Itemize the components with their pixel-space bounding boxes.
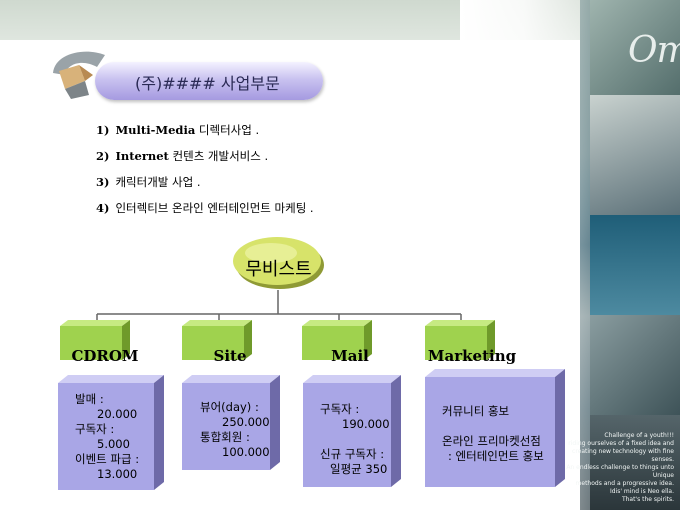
detail-box-marketing bbox=[425, 369, 565, 487]
detail-spacer bbox=[320, 432, 390, 447]
detail-text-site: 뷰어(day) : 250.000 통합회원 : 100.000 bbox=[200, 400, 270, 460]
list-text: 캐릭터개발 사업 . bbox=[115, 175, 201, 189]
center-node-label: 무비스트 bbox=[245, 259, 312, 280]
list-number: 2) bbox=[96, 149, 110, 163]
list-item: 4) 인터렉티브 온라인 엔터테인먼트 마케팅 . bbox=[96, 199, 314, 225]
header-title: (주)#### 사업부문 bbox=[135, 74, 280, 93]
caption-line: An endless challenge to things unto bbox=[566, 464, 674, 471]
list-text: 디렉터사업 . bbox=[195, 123, 260, 137]
collage-photo-interior bbox=[590, 415, 680, 510]
header-pill bbox=[95, 62, 323, 100]
caption-line: senses. bbox=[651, 456, 674, 463]
photo-collage: Om bbox=[460, 0, 680, 510]
list-number: 4) bbox=[96, 201, 110, 215]
detail-text-cdrom: 발매 : 20.000 구독자 : 5.000 이벤트 파급 : 13.000 bbox=[75, 392, 139, 482]
detail-box-site bbox=[182, 375, 280, 470]
category-label-mail: Mail bbox=[331, 347, 369, 365]
detail-line: 100.000 bbox=[222, 445, 270, 459]
category-label-site: Site bbox=[213, 347, 247, 365]
detail-spacer bbox=[442, 419, 544, 434]
list-number: 3) bbox=[96, 175, 110, 189]
detail-line: : 엔터테인먼트 홍보 bbox=[448, 449, 544, 463]
detail-line: 신규 구독자 : bbox=[320, 447, 385, 461]
caption-line: Unique bbox=[652, 472, 674, 479]
caption-line: That's the spirits. bbox=[621, 496, 674, 503]
category-label-cdrom: CDROM bbox=[71, 347, 139, 365]
collage-photo-airport bbox=[590, 95, 680, 215]
detail-line: 5.000 bbox=[97, 437, 130, 451]
caption-line: Challenge of a youth!!! bbox=[604, 432, 674, 439]
detail-box-cdrom bbox=[58, 375, 164, 490]
detail-line: 구독자 : bbox=[320, 402, 360, 416]
detail-line: 온라인 프리마켓선점 bbox=[442, 434, 541, 448]
caption-line: methods and a progressive idea. bbox=[575, 480, 674, 487]
detail-line: 190.000 bbox=[342, 417, 390, 431]
detail-text-marketing: 커뮤니티 홍보 온라인 프리마켓선점 : 엔터테인먼트 홍보 bbox=[442, 404, 544, 464]
category-box-cdrom bbox=[60, 320, 130, 360]
detail-line: 구독자 : bbox=[75, 422, 115, 436]
detail-line: 통합회원 : bbox=[200, 430, 250, 444]
list-item: 2) Internet 컨텐츠 개발서비스 . bbox=[96, 147, 314, 173]
collage-photo-people bbox=[590, 315, 680, 415]
center-node-ellipse bbox=[233, 237, 324, 289]
detail-box-mail bbox=[303, 375, 401, 487]
category-label-marketing: Marketing bbox=[427, 347, 517, 365]
detail-line: 커뮤니티 홍보 bbox=[442, 404, 510, 418]
list-item: 3) 캐릭터개발 사업 . bbox=[96, 173, 314, 199]
list-text: 인터렉티브 온라인 엔터테인먼트 마케팅 . bbox=[115, 201, 314, 215]
category-box-mail bbox=[302, 320, 372, 360]
detail-line: 뷰어(day) : bbox=[200, 400, 259, 414]
collage-logo-mark: Om bbox=[628, 30, 680, 71]
detail-line: 20.000 bbox=[97, 407, 138, 421]
cube-logo-icon bbox=[53, 51, 105, 99]
detail-line: 250.000 bbox=[222, 415, 270, 429]
collage-photo-city bbox=[590, 0, 680, 95]
list-item: 1) Multi-Media 디렉터사업 . bbox=[96, 121, 314, 147]
collage-caption: Challenge of a youth!!! riding ourselves… bbox=[514, 432, 674, 504]
category-box-marketing bbox=[425, 320, 495, 360]
list-number: 1) bbox=[96, 123, 110, 137]
list-english: Multi-Media bbox=[115, 123, 196, 137]
list-english: Internet bbox=[115, 149, 169, 163]
caption-line: Idis' mind is Neo ella. bbox=[609, 488, 674, 495]
list-text: 컨텐츠 개발서비스 . bbox=[168, 149, 269, 163]
detail-line: 이벤트 파급 : bbox=[75, 452, 140, 466]
caption-line: creating new technology with fine bbox=[572, 448, 674, 455]
category-box-site bbox=[182, 320, 252, 360]
detail-line: 13.000 bbox=[97, 467, 138, 481]
caption-line: riding ourselves of a fixed idea and bbox=[568, 440, 674, 447]
detail-line: 일평균 350 bbox=[330, 462, 388, 476]
detail-line: 발매 : bbox=[75, 392, 104, 406]
collage-photo-sky bbox=[590, 215, 680, 315]
business-list: 1) Multi-Media 디렉터사업 . 2) Internet 컨텐츠 개발서… bbox=[96, 121, 314, 225]
detail-text-mail: 구독자 : 190.000 신규 구독자 : 일평균 350 bbox=[320, 402, 390, 477]
